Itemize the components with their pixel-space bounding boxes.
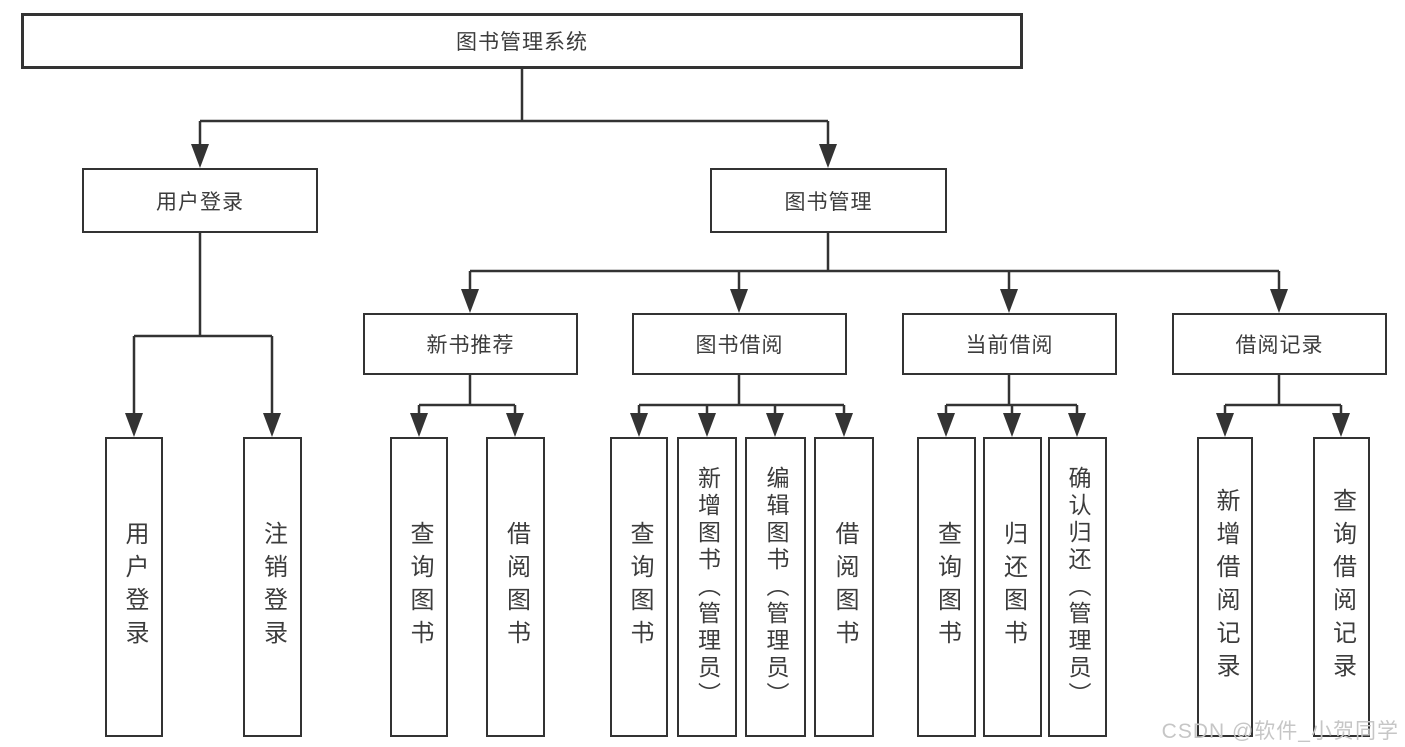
- csdn-watermark: CSDN @软件_小贺同学: [1161, 720, 1399, 743]
- arrowhead: [937, 413, 955, 437]
- node-current-borrowing: 当前借阅: [902, 313, 1117, 375]
- arrowhead: [630, 413, 648, 437]
- node-user-login: 用户登录: [82, 168, 318, 233]
- leaf-new-books-borrow-label: 借阅图书: [502, 521, 530, 653]
- arrowhead: [1270, 289, 1288, 313]
- connector-lines: [944, 375, 1079, 418]
- leaf-new-books-borrow: 借阅图书: [486, 437, 545, 737]
- connector-book-mgmt-to-level3: [461, 233, 1288, 313]
- leaf-edit-books-admin: 编辑图书（管理员）: [745, 437, 806, 737]
- connector-book-borrow-to-leaves: [630, 375, 853, 437]
- leaf-new-books-query: 查询图书: [390, 437, 448, 737]
- arrowhead: [1332, 413, 1350, 437]
- connector-lines: [132, 233, 274, 418]
- leaf-query-borrow-record: 查询借阅记录: [1313, 437, 1370, 737]
- node-book-management-label: 图书管理: [784, 190, 873, 214]
- leaf-return-books-label: 归还图书: [999, 521, 1027, 653]
- leaf-borrow-books: 借阅图书: [814, 437, 874, 737]
- arrowhead: [835, 413, 853, 437]
- arrowhead: [1000, 289, 1018, 313]
- leaf-return-books: 归还图书: [983, 437, 1042, 737]
- arrowhead: [461, 289, 479, 313]
- arrowhead: [766, 413, 784, 437]
- leaf-add-books-admin-label: 新增图书（管理员）: [694, 465, 721, 709]
- arrowhead: [191, 144, 209, 168]
- node-user-login-label: 用户登录: [156, 190, 244, 214]
- node-current-borrowing-label: 当前借阅: [965, 334, 1054, 357]
- connector-lines: [198, 69, 830, 148]
- node-book-borrowing-label: 图书借阅: [695, 334, 784, 357]
- connector-borrow-records-to-leaves: [1216, 375, 1350, 437]
- connector-lines: [1223, 375, 1343, 418]
- connector-root-to-level2: [191, 69, 837, 168]
- leaf-query-borrow-record-label: 查询借阅记录: [1328, 488, 1356, 686]
- arrowhead: [410, 413, 428, 437]
- leaf-new-books-query-label: 查询图书: [406, 521, 433, 653]
- leaf-add-books-admin: 新增图书（管理员）: [677, 437, 737, 737]
- connector-lines: [468, 233, 1281, 293]
- node-book-borrowing: 图书借阅: [632, 313, 847, 375]
- leaf-borrow-query-books: 查询图书: [610, 437, 668, 737]
- arrowhead: [506, 413, 524, 437]
- arrowhead: [698, 413, 716, 437]
- node-new-book-recommend-label: 新书推荐: [426, 334, 515, 357]
- leaf-add-borrow-record: 新增借阅记录: [1197, 437, 1253, 737]
- arrowhead: [1068, 413, 1086, 437]
- node-borrowing-records: 借阅记录: [1172, 313, 1387, 375]
- leaf-add-borrow-record-label: 新增借阅记录: [1212, 488, 1239, 686]
- leaf-user-login-label: 用户登录: [121, 521, 148, 653]
- arrowhead: [125, 413, 143, 437]
- node-root-label: 图书管理系统: [456, 31, 588, 54]
- arrowhead: [263, 413, 281, 437]
- leaf-borrow-query-books-label: 查询图书: [626, 521, 653, 653]
- connector-lines: [417, 375, 517, 418]
- leaf-current-query-books: 查询图书: [917, 437, 976, 737]
- connector-current-borrow-to-leaves: [937, 375, 1086, 437]
- leaf-logout: 注销登录: [243, 437, 302, 737]
- arrowhead: [1216, 413, 1234, 437]
- leaf-confirm-return-admin: 确认归还（管理员）: [1048, 437, 1107, 737]
- arrowhead: [1003, 413, 1021, 437]
- arrowhead: [730, 289, 748, 313]
- node-borrowing-records-label: 借阅记录: [1235, 334, 1324, 357]
- leaf-borrow-books-label: 借阅图书: [831, 521, 858, 653]
- leaf-edit-books-admin-label: 编辑图书（管理员）: [763, 465, 789, 709]
- leaf-confirm-return-admin-label: 确认归还（管理员）: [1065, 465, 1091, 709]
- connector-lines: [637, 375, 846, 418]
- node-new-book-recommend: 新书推荐: [363, 313, 578, 375]
- leaf-user-login: 用户登录: [105, 437, 163, 737]
- leaf-logout-label: 注销登录: [259, 521, 287, 653]
- arrowhead: [819, 144, 837, 168]
- leaf-current-query-books-label: 查询图书: [933, 521, 961, 653]
- node-root-system: 图书管理系统: [21, 13, 1023, 69]
- connector-new-books-to-leaves: [410, 375, 524, 437]
- connector-user-login-to-leaves: [125, 233, 281, 437]
- node-book-management: 图书管理: [710, 168, 947, 233]
